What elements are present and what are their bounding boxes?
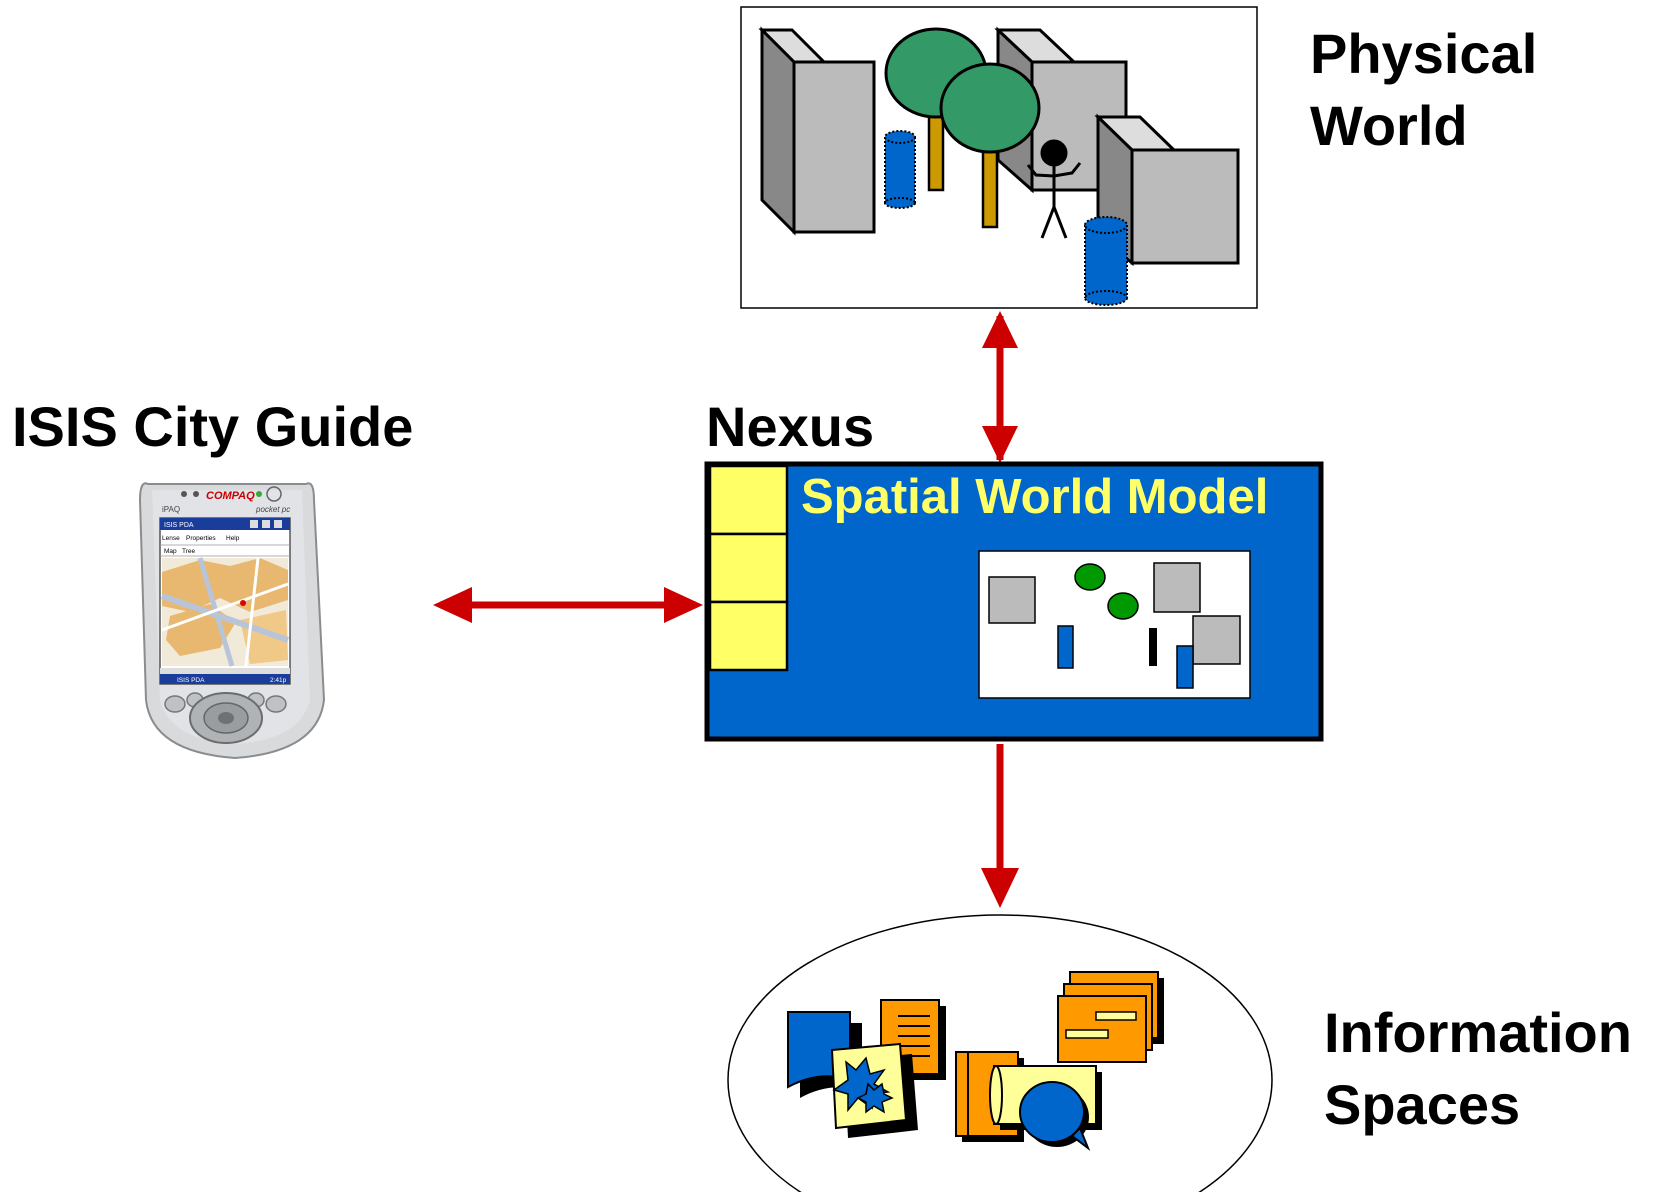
pda-os: pocket pc <box>255 505 290 514</box>
pda-tab-map[interactable]: Map <box>164 548 177 555</box>
pda-taskbar-time: 2:41p <box>270 677 287 684</box>
pda-menu-item[interactable]: Lense <box>162 535 180 542</box>
pda-power-icon <box>266 486 282 502</box>
pda-app-title: ISIS PDA <box>164 522 194 529</box>
arrowhead-left <box>433 587 472 623</box>
arrowhead-right <box>664 587 703 623</box>
information-spaces-label-line1: Information <box>1324 1001 1632 1064</box>
physical-world-label-line2: World <box>1310 94 1468 157</box>
arrowhead-down <box>981 868 1019 908</box>
building-icon <box>1192 615 1241 665</box>
pda-brand: COMPAQ <box>206 490 255 502</box>
tree-icon <box>939 62 1041 229</box>
person-icon <box>1149 628 1157 666</box>
nexus-label: Nexus <box>706 395 874 458</box>
pda-menu: Lense Properties Help <box>162 535 240 542</box>
cylinder-icon <box>1057 625 1074 669</box>
physical-world-label-line1: Physical <box>1310 22 1537 85</box>
physical-world-panel <box>740 6 1258 309</box>
information-spaces-label-line2: Spaces <box>1324 1073 1520 1136</box>
arrowhead-up <box>982 311 1018 348</box>
arrowhead-down <box>982 426 1018 463</box>
person-icon <box>1026 139 1082 239</box>
spatial-world-model-title: Spatial World Model <box>801 470 1268 524</box>
pda-menu-item[interactable]: Help <box>226 535 240 542</box>
pda-device: COMPAQ iPAQ pocket pc ISIS PDA Lense Pro… <box>138 482 326 760</box>
isis-city-guide-label: ISIS City Guide <box>12 395 413 458</box>
speech-bubble-icon <box>1019 1081 1091 1151</box>
tree-icon <box>1107 592 1139 620</box>
world-model-map <box>978 550 1251 699</box>
pda-hardware-buttons <box>164 692 287 744</box>
pda-menu-item[interactable]: Properties <box>186 535 216 542</box>
pda-model: iPAQ <box>162 505 180 514</box>
image-document-icon <box>830 1042 918 1138</box>
nexus-interface-slot <box>708 600 789 672</box>
building-icon <box>758 26 876 236</box>
nexus-interface-slot <box>708 532 789 604</box>
cylinder-icon <box>1084 216 1128 306</box>
tree-icon <box>1074 563 1106 591</box>
pda-tab-tree[interactable]: Tree <box>182 548 196 555</box>
cylinder-icon <box>1176 645 1194 689</box>
building-icon <box>988 576 1036 624</box>
pda-taskbar-app: ISIS PDA <box>177 677 205 684</box>
information-documents <box>787 971 1164 1151</box>
nexus-interface-slot <box>708 464 789 536</box>
cards-icon <box>1057 971 1164 1063</box>
cylinder-icon <box>884 130 916 209</box>
pda-map <box>161 557 289 667</box>
building-icon <box>1153 562 1201 613</box>
